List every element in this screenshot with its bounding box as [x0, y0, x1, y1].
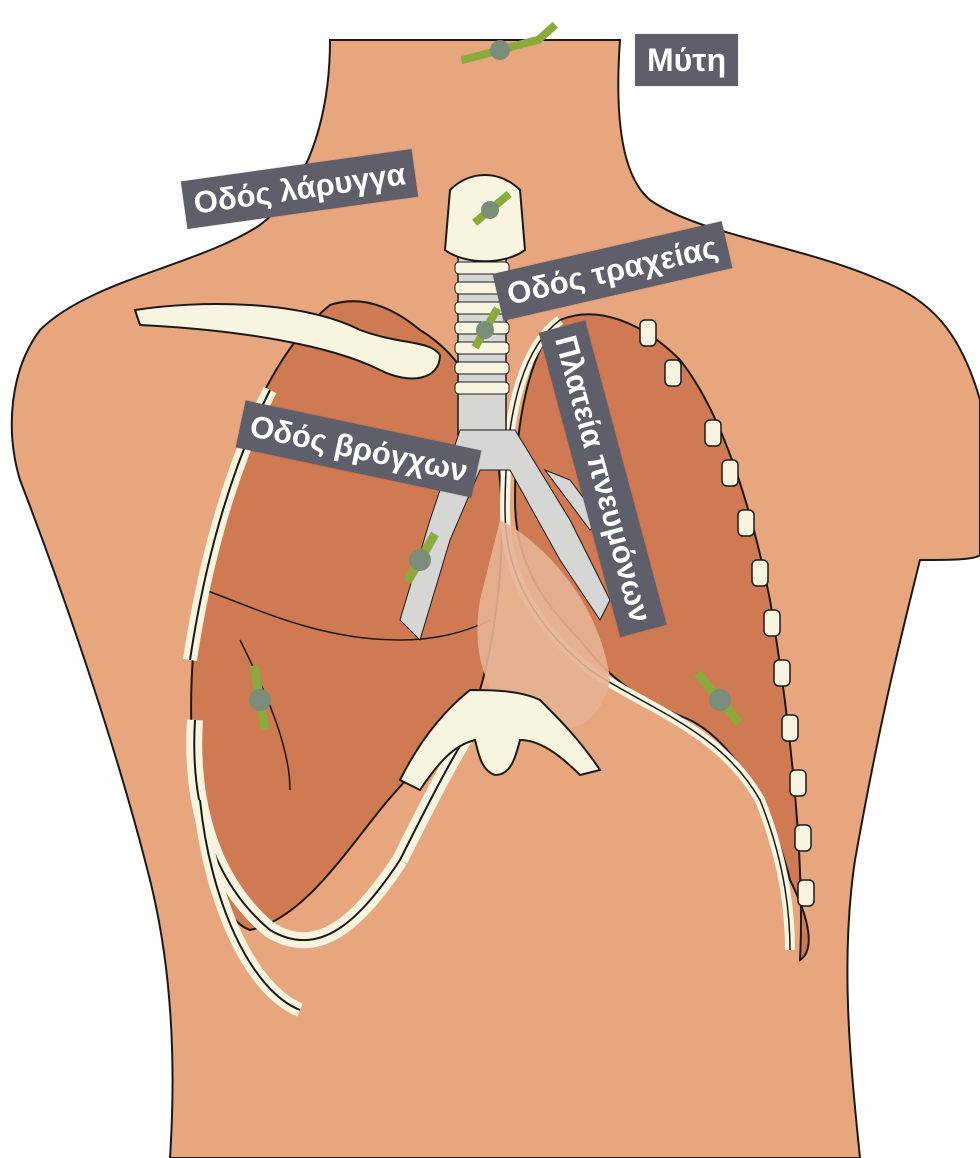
label-mouth: Μύτη: [635, 34, 738, 86]
